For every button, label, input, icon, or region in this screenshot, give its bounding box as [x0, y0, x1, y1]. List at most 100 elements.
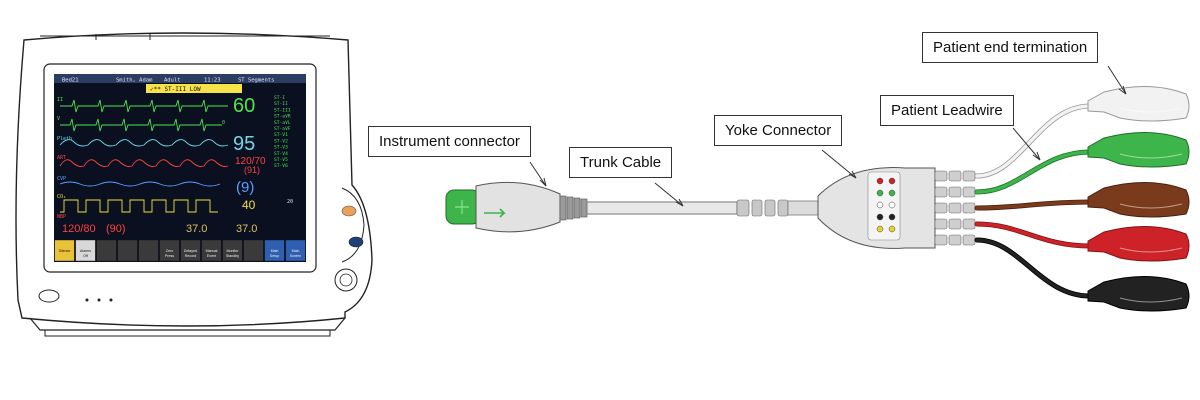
soft-key-label: Main	[271, 249, 279, 253]
monitor-st-segments: ST Segments	[238, 78, 274, 84]
leadwire-clip	[1087, 86, 1190, 122]
soft-key-label: Off	[83, 254, 88, 258]
leader-lines	[529, 65, 1127, 207]
yoke-color-dot	[876, 225, 884, 233]
monitor-bed: Bed21	[62, 78, 79, 84]
leader-yoke	[821, 149, 857, 179]
label-pleth: Pleth	[57, 136, 72, 142]
monitor-patient-type: Adult	[164, 78, 181, 84]
st-list-item: ST-V5	[274, 157, 288, 163]
leadwire-sleeve	[948, 170, 962, 182]
pvc-value: 0	[222, 120, 225, 126]
leadwire	[975, 200, 1092, 210]
soft-key[interactable]	[264, 239, 285, 262]
yoke-strain-relief	[736, 199, 789, 217]
trunk-cable	[586, 201, 738, 215]
soft-key-label: Record	[185, 254, 197, 258]
power-key[interactable]	[348, 236, 364, 248]
nbp-value: 120/80	[62, 223, 96, 235]
alarm-text: ✓** ST-III LOW	[150, 86, 201, 93]
soft-key[interactable]	[117, 239, 138, 262]
st-list-item: ST-III	[274, 107, 291, 113]
leadwire-sleeve	[934, 170, 948, 182]
cvp-value: (9)	[236, 179, 254, 196]
leadwire-clip	[1087, 226, 1190, 262]
soft-key[interactable]	[138, 239, 159, 262]
label-cvp: CVP	[57, 176, 66, 182]
clip-jaw-highlight	[1119, 247, 1183, 253]
leadwire-sleeve	[962, 218, 976, 230]
soft-key-label: Standby	[226, 254, 239, 258]
trunk-strain-relief	[559, 195, 588, 221]
st-list-item: ST-aVL	[274, 120, 291, 126]
label-lead-ii: II	[57, 97, 63, 103]
soft-key[interactable]	[75, 239, 96, 262]
leadwire	[975, 238, 1092, 298]
callout-patient-leadwire: Patient Leadwire	[880, 95, 1014, 126]
silence-key[interactable]	[341, 205, 357, 217]
monitor-screen	[54, 74, 306, 262]
soft-key[interactable]	[96, 239, 117, 262]
st-list-item: ST-II	[274, 101, 288, 107]
yoke-color-dot	[888, 225, 896, 233]
alarm-banner	[146, 84, 242, 93]
st-list: ST-IST-IIST-IIIST-aVRST-aVLST-aVFST-V1ST…	[274, 95, 291, 169]
soft-key[interactable]	[180, 239, 201, 262]
label-lead-v: V	[57, 116, 60, 122]
callout-trunk-cable: Trunk Cable	[569, 147, 673, 178]
soft-key[interactable]	[285, 239, 306, 262]
label-art: ART	[57, 155, 66, 161]
leadwire	[975, 222, 1092, 248]
leadwire-clip	[1087, 132, 1190, 168]
leadwire-sleeve	[962, 234, 976, 246]
yoke-color-dot	[876, 189, 884, 197]
soft-key-label: Delayed	[184, 249, 197, 253]
soft-key-label: Monitor	[227, 249, 240, 253]
soft-key[interactable]	[201, 239, 222, 262]
leadwire-sleeve	[948, 234, 962, 246]
label-co2: CO₂	[57, 194, 66, 200]
clip-jaw-highlight	[1119, 107, 1183, 113]
awrr-value: 20	[287, 199, 293, 205]
leadwire-sleeve	[934, 186, 948, 198]
clip-jaw-highlight	[1119, 153, 1183, 159]
monitor-time: 11:23	[204, 78, 221, 84]
etco2-value: 40	[242, 198, 256, 212]
soft-key-label: Main	[292, 249, 300, 253]
label-nbp: NBP	[57, 214, 66, 220]
st-list-item: ST-aVF	[274, 126, 291, 132]
leadwire-sleeve	[934, 202, 948, 214]
leadwire-sleeve	[962, 170, 976, 182]
soft-key[interactable]	[243, 239, 264, 262]
callout-instrument-connector: Instrument connector	[368, 126, 531, 157]
spo2-value: 95	[233, 133, 255, 155]
soft-key-label: Zero	[166, 249, 173, 253]
art-mean-value: (91)	[244, 165, 260, 175]
st-list-item: ST-V1	[274, 132, 288, 138]
patient-monitor: Bed21 Smith, Adam Adult 11:23 ST Segment…	[15, 32, 373, 337]
soft-key-label: Screen	[290, 254, 301, 258]
yoke-color-dot	[888, 189, 896, 197]
yoke-color-dot	[888, 213, 896, 221]
soft-key-label: Press	[165, 254, 174, 258]
soft-key[interactable]	[222, 239, 243, 262]
st-list-item: ST-V2	[274, 138, 288, 144]
soft-key[interactable]	[159, 239, 180, 262]
yoke-connector	[817, 167, 936, 249]
soft-key-label: Manual	[206, 249, 218, 253]
ecg-v-wave	[60, 118, 222, 132]
leadwire-sleeve	[948, 202, 962, 214]
yoke-color-dot	[888, 201, 896, 209]
cvp-wave	[59, 181, 221, 187]
soft-key-label: Setup	[270, 254, 279, 258]
nbp-mean-value: (90)	[106, 223, 126, 235]
instrument-connector-body	[475, 181, 561, 233]
leadwire-sleeve	[962, 202, 976, 214]
soft-key-label: Alarms	[80, 249, 91, 253]
soft-key[interactable]	[54, 239, 75, 262]
callout-yoke-connector: Yoke Connector	[714, 115, 843, 146]
yoke-color-dot	[876, 201, 884, 209]
clip-jaw-highlight	[1119, 297, 1183, 303]
leadwire	[975, 150, 1092, 194]
